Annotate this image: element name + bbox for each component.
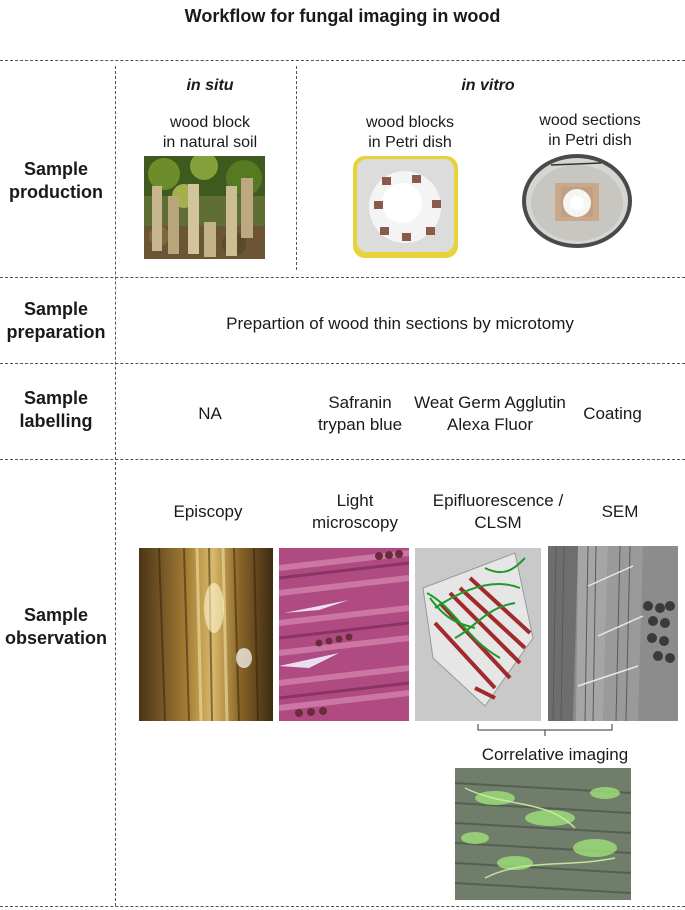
petri-sections-photo [521,153,633,249]
sem-image [548,546,678,721]
observation-episcopy: Episcopy [173,502,243,521]
in-situ-divider [296,66,297,270]
divider-top [0,60,685,61]
labelling-coating: Coating [583,404,642,423]
wood-blocks-petri-label: wood blocks in Petri dish [365,114,455,151]
divider-bottom [0,906,685,907]
divider-production [0,277,685,278]
observation-light-microscopy: Light microscopy [312,491,398,532]
label-column-divider [115,66,116,906]
row-label-production: Sample production [9,159,103,202]
row-label-labelling: Sample labelling [19,388,93,431]
correlative-imaging-label: Correlative imaging [481,745,629,764]
labelling-na: NA [198,404,222,423]
row-label-preparation: Sample preparation [6,299,106,342]
epifluorescence-image [415,548,541,721]
preparation-text: Prepartion of wood thin sections by micr… [226,314,574,333]
light-microscopy-image [279,548,409,721]
correlative-image [455,768,631,900]
soil-blocks-photo [144,156,265,259]
in-vitro-heading: in vitro [461,77,515,94]
row-label-observation: Sample observation [4,605,108,648]
divider-preparation [0,363,685,364]
episcopy-image [139,548,273,721]
observation-epifluorescence: Epifluorescence / CLSM [432,491,564,532]
labelling-safranin: Safranin trypan blue [317,393,403,434]
wood-block-soil-label: wood block in natural soil [162,114,258,151]
in-situ-heading: in situ [186,77,234,94]
divider-labelling [0,459,685,460]
labelling-wga: Weat Germ Agglutin Alexa Fluor [414,393,566,434]
wood-sections-petri-label: wood sections in Petri dish [539,112,641,149]
petri-blocks-photo [352,155,459,259]
diagram-title: Workflow for fungal imaging in wood [184,6,501,26]
correlative-bracket [477,723,613,737]
observation-sem: SEM [601,502,639,521]
